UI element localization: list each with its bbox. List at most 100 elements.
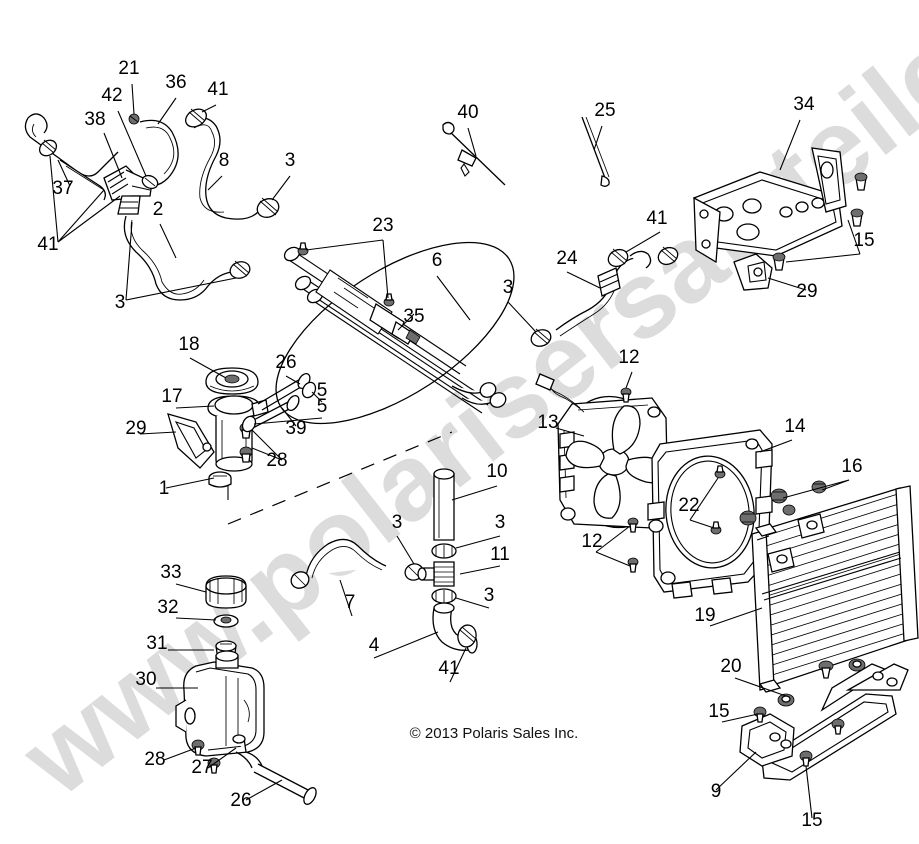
callout-2: 2 <box>153 199 164 220</box>
leader-lines <box>49 83 861 819</box>
callout-3-b: 3 <box>503 277 514 298</box>
callout-27: 27 <box>191 757 212 778</box>
heat-exchanger-6 <box>275 241 515 425</box>
clamp-41-a <box>38 139 58 157</box>
clip-21 <box>128 113 140 125</box>
screw-15-g <box>848 658 866 672</box>
clamp-3-a <box>229 260 251 279</box>
callout-35: 35 <box>403 306 424 327</box>
clamp-3-d <box>290 571 310 589</box>
callout-38: 38 <box>84 109 105 130</box>
callout-10: 10 <box>486 461 507 482</box>
clamp-3-f <box>431 543 457 559</box>
callout-41-c: 41 <box>37 234 58 255</box>
callout-1: 1 <box>159 478 170 499</box>
callout-15-b: 15 <box>708 701 729 722</box>
screw-15-b <box>850 208 864 227</box>
callout-28-b: 28 <box>144 749 165 770</box>
hose-8-group <box>185 108 280 220</box>
hose-center-group <box>290 468 478 654</box>
callout-9: 9 <box>711 781 722 802</box>
callout-25: 25 <box>594 100 615 121</box>
clip-5-a <box>301 381 317 399</box>
callout-18: 18 <box>178 334 199 355</box>
screw-15-c <box>772 252 786 271</box>
screw-23-a <box>297 242 309 256</box>
callout-26-b: 26 <box>230 790 251 811</box>
callout-19: 19 <box>694 605 715 626</box>
callout-26-a: 26 <box>275 352 296 373</box>
clip-5-b <box>241 415 257 433</box>
copyright-notice: © 2013 Polaris Sales Inc. <box>410 725 579 742</box>
callout-11: 11 <box>490 544 510 565</box>
clamp-3-b <box>256 197 280 218</box>
callout-15-c: 15 <box>801 810 822 831</box>
filler-neck-group <box>167 367 317 500</box>
shroud-14 <box>647 429 773 599</box>
clamp-41-c <box>657 246 679 266</box>
fitting-38 <box>103 165 153 215</box>
clamp-3-g <box>431 588 457 604</box>
callout-41-d: 41 <box>438 658 459 679</box>
callout-36: 36 <box>165 72 186 93</box>
callout-30: 30 <box>135 669 156 690</box>
callout-5-a: 5 <box>317 380 328 401</box>
callout-40: 40 <box>457 102 478 123</box>
fan-assembly-13 <box>535 373 670 573</box>
screw-20-a <box>818 660 834 679</box>
callout-28-a: 28 <box>266 450 287 471</box>
callout-41-b: 41 <box>646 208 667 229</box>
callout-4: 4 <box>369 635 380 656</box>
callout-12-a: 12 <box>618 347 639 368</box>
hose-group-left <box>24 113 251 301</box>
callout-31: 31 <box>146 633 167 654</box>
callout-6: 6 <box>432 250 443 271</box>
tee-11 <box>417 561 455 587</box>
callout-7: 7 <box>345 592 356 613</box>
callout-3-d: 3 <box>392 512 403 533</box>
callout-8: 8 <box>219 150 230 171</box>
plug-1 <box>208 471 232 488</box>
screw-28-b <box>239 446 253 463</box>
callout-14: 14 <box>784 416 806 437</box>
rod-25 <box>581 116 610 187</box>
screw-12-b <box>627 517 639 533</box>
nut-20 <box>777 693 795 707</box>
callout-29: 29 <box>125 418 146 439</box>
coolant-bottle-group <box>175 575 317 805</box>
elbow-27 <box>232 734 263 769</box>
section-divider <box>227 431 453 525</box>
callout-34: 34 <box>793 94 815 115</box>
radiator-19 <box>739 480 919 693</box>
callout-3-f: 3 <box>484 585 495 606</box>
grommet-16-a <box>770 488 788 504</box>
callout-3-c: 3 <box>115 292 126 313</box>
screw-28-d <box>207 757 221 774</box>
callout-41-a: 41 <box>207 79 228 100</box>
clamp-41-e <box>457 624 477 648</box>
washer-32 <box>213 614 239 628</box>
lower-bracket-group <box>739 658 909 781</box>
callout-42: 42 <box>101 85 122 106</box>
callout-labels: 21 36 41 42 38 40 25 34 8 3 37 41 2 23 4… <box>37 58 874 831</box>
callout-17: 17 <box>161 386 182 407</box>
screw-12-c <box>627 557 639 573</box>
clip-42 <box>141 174 159 190</box>
callout-21: 21 <box>118 58 139 79</box>
grommet-16-d <box>782 504 796 516</box>
callout-37: 37 <box>52 178 73 199</box>
clamp-3-c <box>530 328 552 347</box>
screw-15-e <box>799 750 813 767</box>
clamp-41-d <box>607 248 629 268</box>
callout-15-a: 15 <box>853 230 874 251</box>
callout-13: 13 <box>537 412 558 433</box>
callout-39: 39 <box>285 418 306 439</box>
grommet-16-c <box>739 510 757 526</box>
callout-24: 24 <box>556 248 578 269</box>
callout-23: 23 <box>372 215 393 236</box>
screw-28-c <box>191 739 205 756</box>
screw-22-a <box>714 465 726 479</box>
clamp-41-b <box>185 108 207 128</box>
